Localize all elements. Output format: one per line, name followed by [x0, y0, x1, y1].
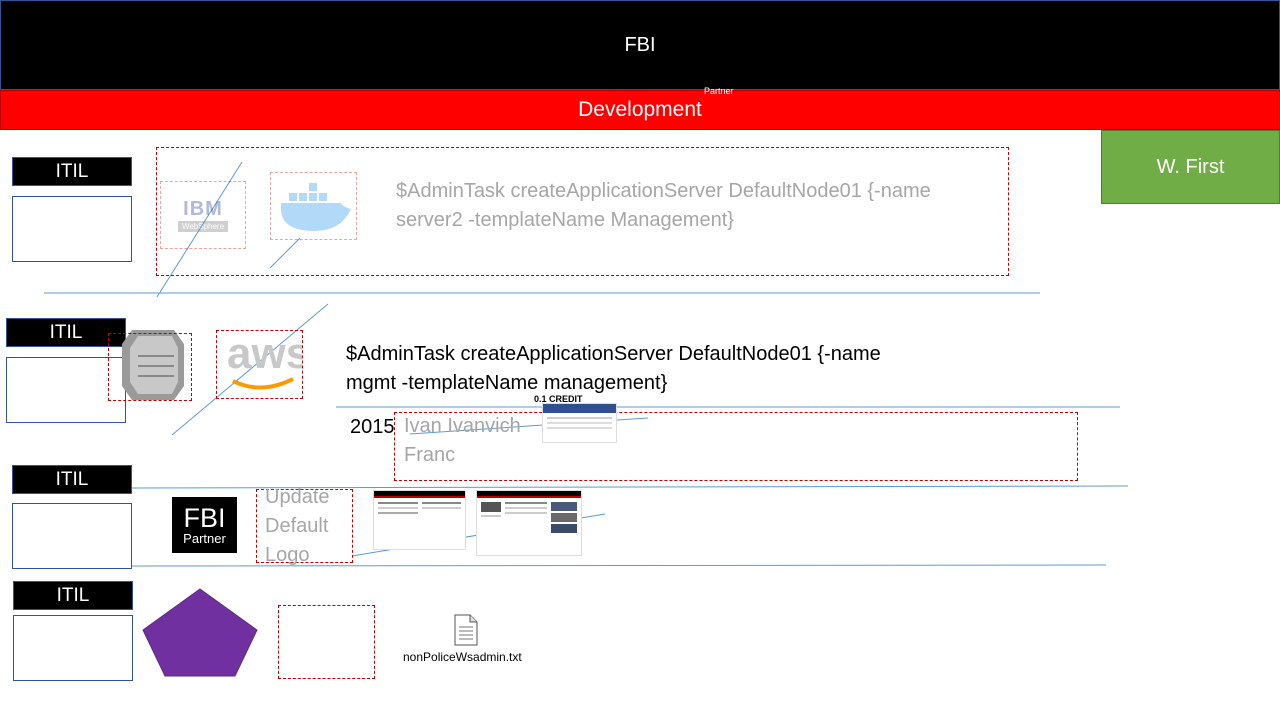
docker-logo: [270, 172, 357, 240]
top-banner: FBI: [0, 0, 1280, 90]
update-line3: Logo: [265, 544, 310, 566]
empty-dashed-panel[interactable]: [278, 605, 375, 679]
w-first-label: W. First: [1156, 155, 1225, 178]
ibm-logo-text: IBM: [183, 198, 223, 220]
row2-name-line1: Ivan Ivanvich: [404, 415, 521, 437]
server-logo-frame: [108, 333, 192, 401]
itil-label-2: ITIL: [6, 318, 126, 347]
websphere-logo-text: WebSphere: [177, 221, 229, 232]
development-banner: Development: [0, 90, 1280, 130]
development-title: Development: [578, 98, 702, 121]
itil-label-3: ITIL: [12, 465, 132, 494]
itil-label-3-text: ITIL: [55, 468, 89, 490]
itil-label-1-text: ITIL: [55, 160, 89, 182]
itil-box-1[interactable]: [12, 196, 132, 262]
itil-label-1: ITIL: [12, 157, 132, 186]
screenshot-thumbnail-2[interactable]: [476, 490, 582, 556]
row1-dashed-panel: [156, 147, 1009, 276]
itil-box-2[interactable]: [6, 357, 126, 423]
itil-box-3[interactable]: [12, 503, 132, 569]
row1-command-text: $AdminTask createApplicationServer Defau…: [396, 177, 1006, 235]
row1-command-line1: $AdminTask createApplicationServer Defau…: [396, 180, 931, 202]
fbi-logo-big-text: FBI: [183, 503, 226, 533]
banner-title: FBI: [624, 33, 656, 56]
screenshot-thumbnail-1[interactable]: [373, 490, 466, 550]
aws-logo: aws: [216, 330, 303, 399]
update-line2: Default: [265, 515, 329, 537]
ibm-websphere-logo: IBM WebSphere: [160, 181, 246, 249]
itil-label-4: ITIL: [13, 581, 133, 610]
row2-year: 2015: [350, 416, 395, 438]
row2-command-line1: $AdminTask createApplicationServer Defau…: [346, 343, 881, 365]
row2-name-line2: Franc: [404, 444, 456, 466]
update-logo-text: Update Default Logo: [265, 483, 330, 570]
fbi-logo-small-text: Partner: [183, 531, 226, 546]
update-logo-panel[interactable]: [256, 489, 353, 563]
text-file-icon[interactable]: [453, 614, 479, 646]
itil-label-4-text: ITIL: [56, 584, 90, 606]
purple-pentagon: [142, 588, 258, 677]
row2-command-text: $AdminTask createApplicationServer Defau…: [346, 340, 966, 398]
row1-command-line2: server2 -templateName Management}: [396, 209, 734, 231]
certificate-thumbnail[interactable]: [542, 403, 617, 443]
row2-command-line2: mgmt -templateName management}: [346, 372, 668, 394]
row2-name-text: Ivan Ivanvich Franc: [404, 412, 521, 470]
aws-logo-text: aws: [227, 330, 303, 378]
partner-tag: Partner: [704, 86, 734, 96]
itil-box-4[interactable]: [13, 615, 133, 681]
credit-label: 0.1 CREDIT: [534, 394, 583, 404]
row2-dashed-panel: [394, 412, 1078, 481]
w-first-box[interactable]: W. First: [1101, 130, 1280, 204]
fbi-partner-logo: FBI Partner: [172, 497, 237, 553]
file-name-label[interactable]: nonPoliceWsadmin.txt: [403, 650, 522, 664]
itil-label-2-text: ITIL: [49, 321, 83, 343]
update-line1: Update: [265, 486, 330, 508]
